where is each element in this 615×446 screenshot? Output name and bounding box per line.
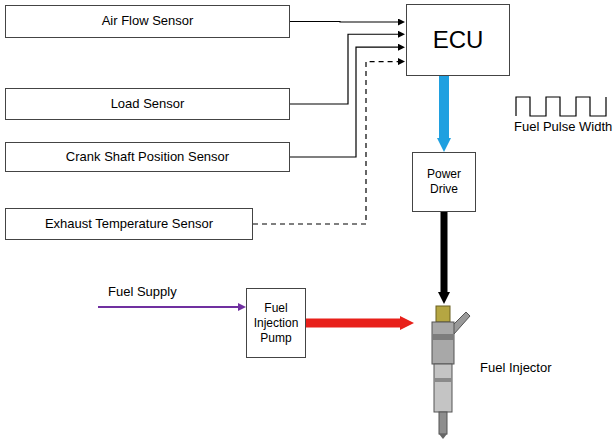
signal-arrow — [290, 34, 398, 104]
box-label: ECU — [433, 25, 484, 55]
injector-drawing — [432, 306, 470, 439]
injector-illustration — [414, 304, 474, 440]
injector-body — [432, 322, 454, 364]
supply-label: Fuel Supply — [108, 284, 177, 300]
injector-band — [434, 378, 452, 382]
component-label: Fuel Injector — [478, 360, 554, 376]
sensor-box: Crank Shaft Position Sensor — [5, 142, 290, 172]
control-arrow — [439, 76, 449, 138]
box-label: Crank Shaft Position Sensor — [66, 149, 229, 165]
sensor-box: Exhaust Temperature Sensor — [5, 208, 253, 240]
driver-box: Power Drive — [412, 152, 476, 212]
fuel-supply-line — [98, 306, 238, 308]
pulse-waveform — [516, 97, 606, 116]
box-label: Air Flow Sensor — [102, 13, 194, 29]
injector-cap — [436, 306, 450, 322]
signal-arrow — [290, 21, 398, 23]
fuel-arrow — [306, 319, 400, 328]
box-label: Exhaust Temperature Sensor — [45, 216, 213, 232]
injector-nozzle — [439, 412, 447, 434]
drive-arrow — [441, 212, 448, 292]
injector-barrel — [434, 364, 452, 412]
box-label: Power Drive — [417, 167, 471, 197]
box-label: Fuel Injection Pump — [251, 301, 301, 346]
injector-band — [432, 334, 454, 340]
ecu-box: ECU — [406, 4, 510, 76]
sensor-box: Air Flow Sensor — [5, 5, 290, 38]
signal-arrow — [290, 47, 398, 157]
box-label: Load Sensor — [111, 96, 185, 112]
sensor-box: Load Sensor — [5, 88, 290, 120]
signal-label: Fuel Pulse Width — [514, 119, 612, 135]
injector-node: Fuel Injector — [414, 304, 609, 440]
pump-box: Fuel Injection Pump — [246, 288, 306, 358]
injector-tip — [439, 434, 447, 439]
